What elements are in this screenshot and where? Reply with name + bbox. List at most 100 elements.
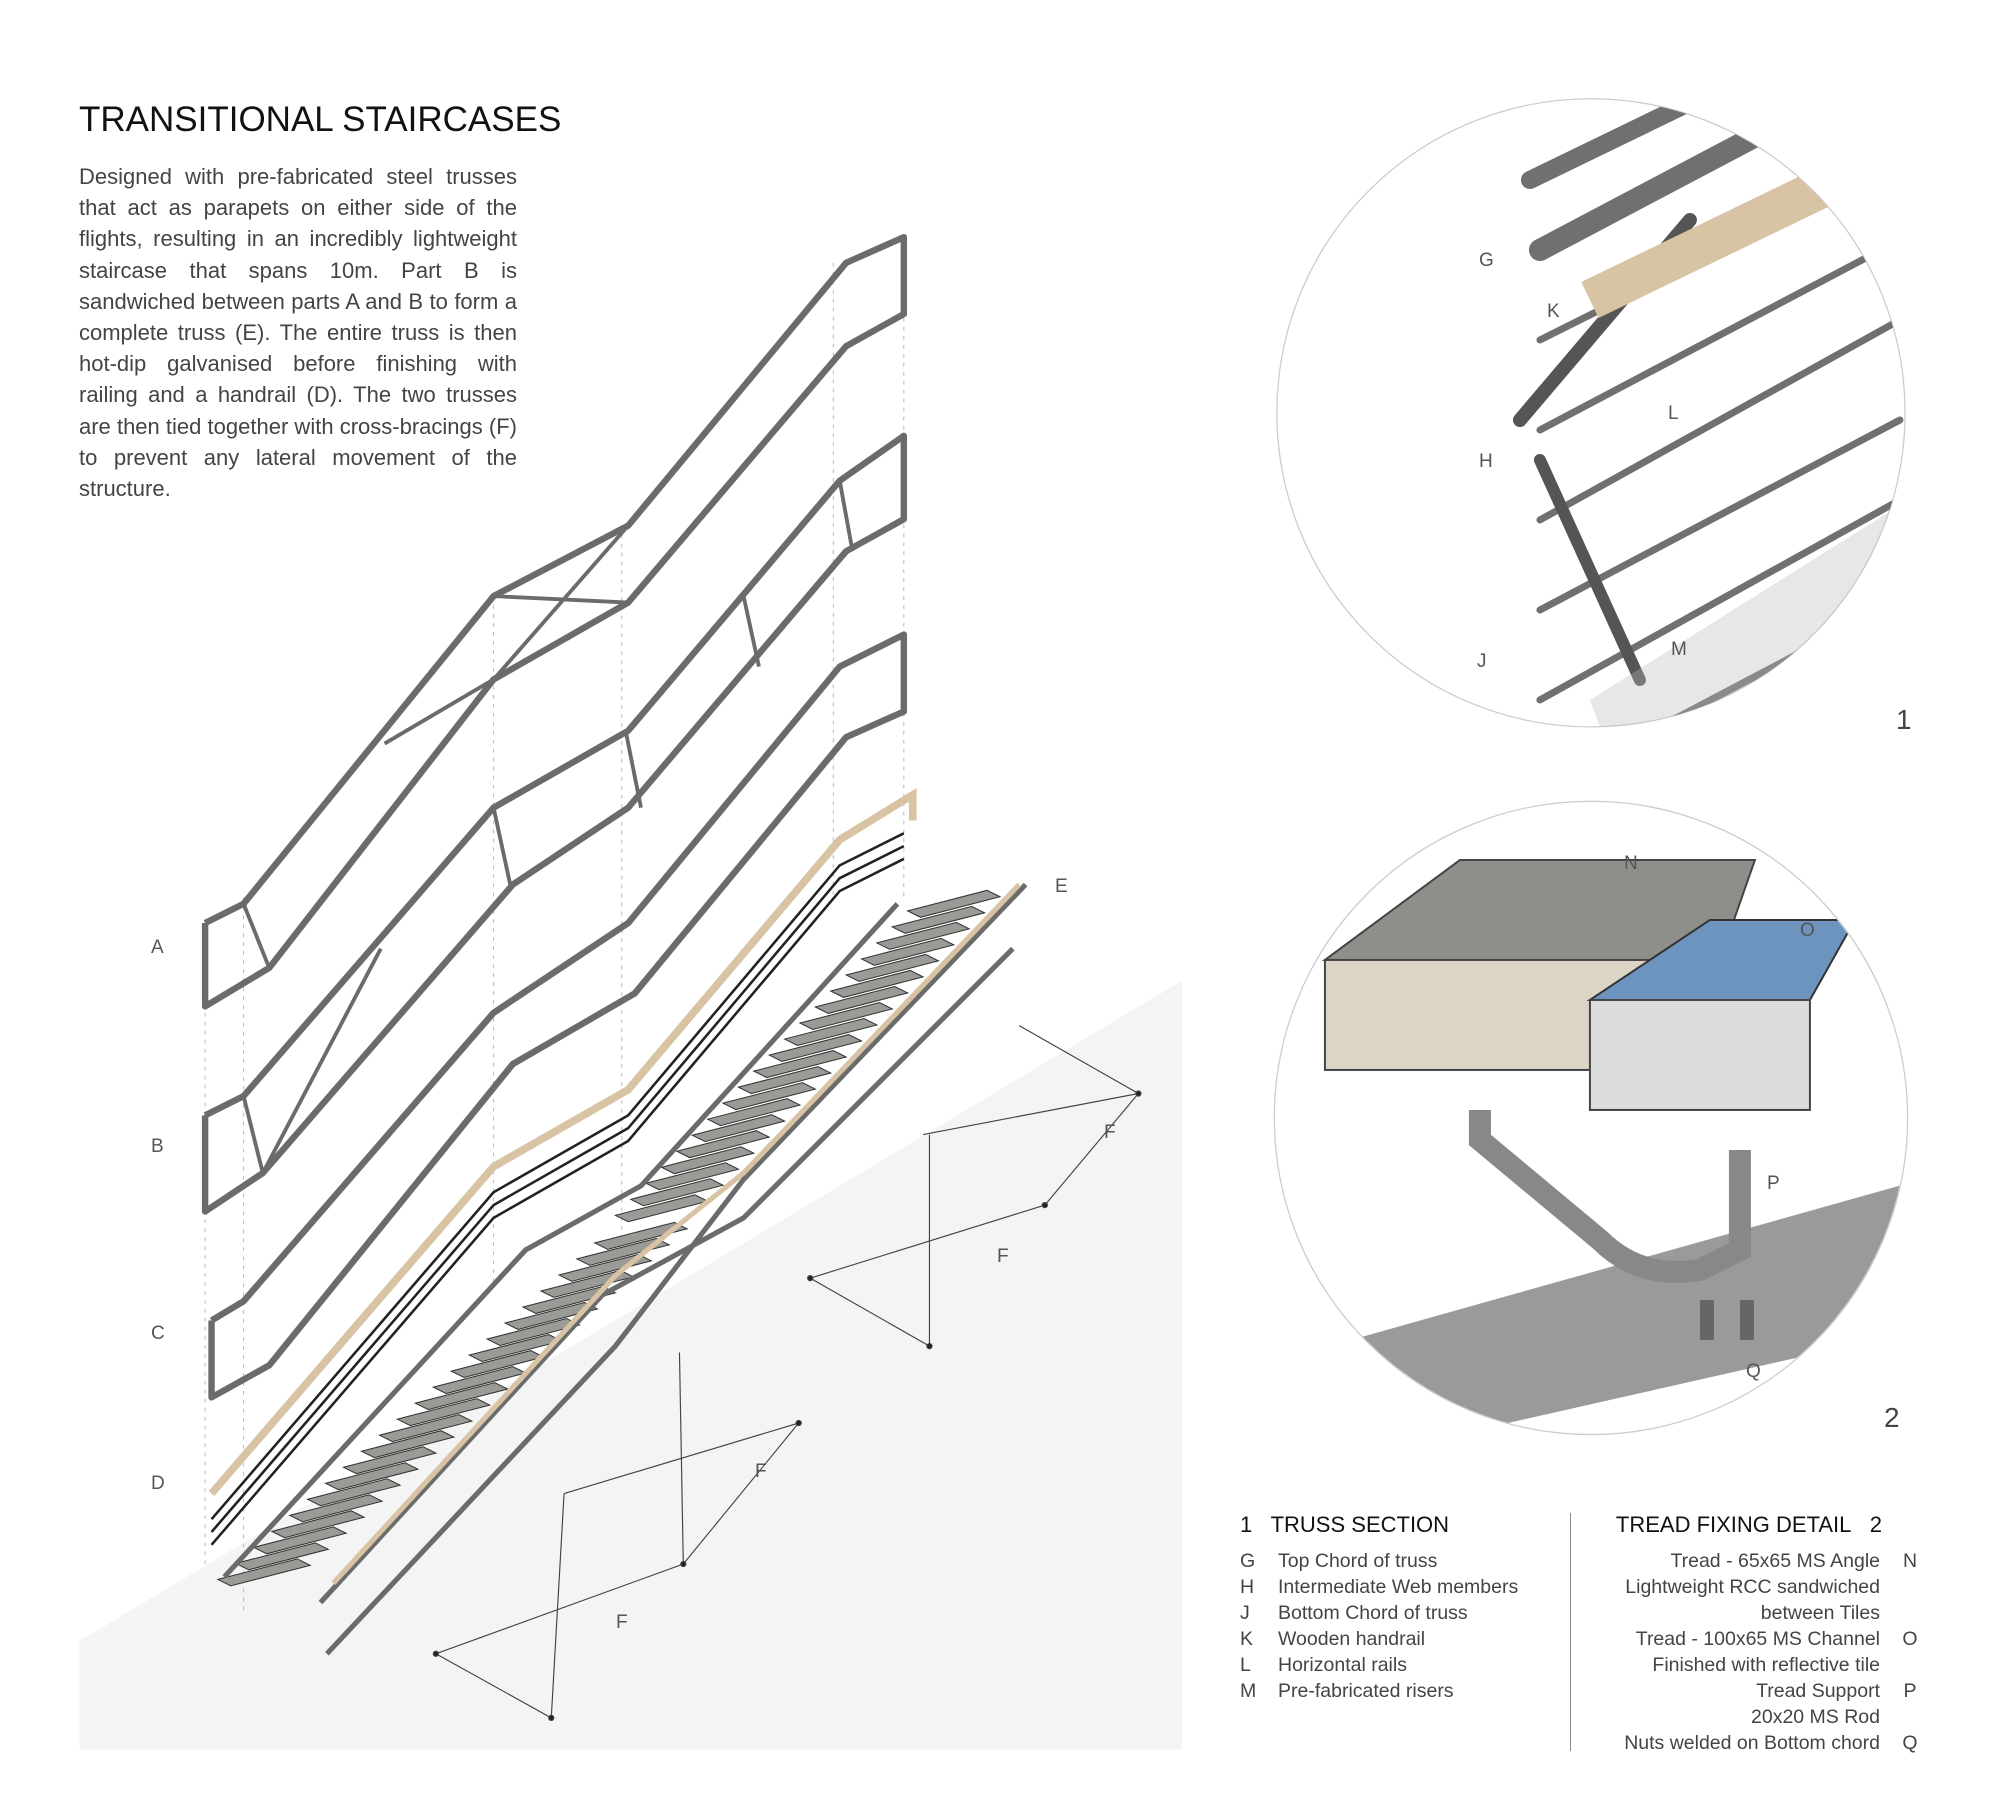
stair-tread	[660, 1146, 756, 1175]
legend-text: Wooden handrail	[1278, 1628, 1426, 1650]
label-l: L	[1668, 403, 1679, 424]
stair-tread	[675, 1130, 771, 1159]
label-a: A	[151, 937, 164, 958]
truss-part-a	[201, 233, 908, 1010]
label-b: B	[151, 1136, 164, 1157]
stair-tread	[721, 1082, 817, 1111]
legend-truss-heading: 1 TRUSS SECTION	[1240, 1512, 1450, 1537]
stair-tread	[783, 1018, 879, 1047]
label-p: P	[1767, 1173, 1780, 1194]
truss-part-b	[201, 432, 908, 1215]
stair-tread	[288, 1494, 384, 1523]
stair-tread	[485, 1317, 581, 1347]
legend-key: L	[1240, 1654, 1251, 1676]
detail-1-number: 1	[1896, 704, 1912, 735]
label-c: C	[151, 1323, 165, 1344]
stair-tread	[521, 1285, 617, 1314]
stair-tread	[378, 1414, 474, 1443]
legend-key: M	[1240, 1680, 1257, 1702]
stair-tread	[829, 969, 925, 998]
stair-tread	[752, 1050, 848, 1079]
legend-tread-fixing: TREAD FIXING DETAIL 2 Tread - 65x65 MS A…	[1585, 1512, 1940, 1756]
page-title: TRANSITIONAL STAIRCASES	[79, 100, 562, 139]
legend-key: K	[1240, 1628, 1254, 1650]
legend-text: Nuts welded on Bottom chord	[1624, 1732, 1880, 1754]
legend-item: M Pre-fabricated risers	[1240, 1678, 1560, 1704]
legend-key: G	[1240, 1550, 1256, 1572]
stair-tread	[875, 921, 971, 950]
description-text: Designed with pre-fabricated steel truss…	[79, 164, 517, 502]
stair-tread	[813, 985, 910, 1014]
legend-text: Tread Support	[1756, 1680, 1880, 1702]
legend-item: Finished with reflective tile	[1585, 1652, 1940, 1678]
stair-tread	[216, 1558, 312, 1587]
handrail-part-d	[208, 787, 917, 1546]
legend-text: Lightweight RCC sandwiched	[1625, 1576, 1880, 1598]
legend-item: K Wooden handrail	[1240, 1626, 1560, 1652]
stair-tread	[706, 1098, 802, 1127]
legend-item: Nuts welded on Bottom chord Q	[1585, 1730, 1940, 1756]
truss-chord	[222, 902, 900, 1579]
legend-item: 20x20 MS Rod	[1585, 1704, 1940, 1730]
legend-item: H Intermediate Web members	[1240, 1574, 1560, 1600]
label-j: J	[1477, 651, 1487, 672]
handrail	[331, 882, 1022, 1586]
legend-divider	[1570, 1513, 1571, 1751]
legend-tread-heading: TREAD FIXING DETAIL 2	[1615, 1512, 1882, 1537]
stair-tread	[413, 1382, 510, 1411]
label-f: F	[755, 1461, 767, 1482]
stair-tread	[575, 1237, 671, 1266]
legend-text: 20x20 MS Rod	[1751, 1706, 1880, 1728]
legend-key: H	[1240, 1576, 1255, 1598]
stair-tread	[593, 1221, 689, 1250]
label-k: K	[1547, 301, 1560, 322]
legend-text: Tread - 100x65 MS Channel	[1635, 1628, 1880, 1650]
legend-item: Lightweight RCC sandwiched	[1585, 1574, 1940, 1600]
stair-tread	[360, 1430, 456, 1459]
stair-tread	[860, 937, 956, 966]
legend-text: Bottom Chord of truss	[1278, 1602, 1468, 1624]
legend-key: J	[1240, 1602, 1250, 1624]
label-h: H	[1479, 451, 1493, 472]
legend-key	[1880, 1652, 1940, 1678]
legend-key	[1880, 1600, 1940, 1626]
stair-tread	[270, 1510, 366, 1539]
stair-tread	[395, 1398, 492, 1427]
truss-chord	[325, 882, 1028, 1656]
label-g: G	[1479, 250, 1494, 271]
label-d: D	[151, 1473, 165, 1494]
label-f: F	[616, 1612, 628, 1633]
legend-key: Q	[1902, 1732, 1918, 1754]
cross-bracings	[432, 1025, 1142, 1722]
legend-text: Intermediate Web members	[1278, 1576, 1519, 1598]
legend-text: Pre-fabricated risers	[1278, 1680, 1454, 1702]
stair-tread	[844, 953, 940, 982]
guide-lines	[204, 237, 905, 1616]
label-f: F	[1104, 1122, 1116, 1143]
label-m: M	[1671, 639, 1687, 660]
assembled-staircase-e	[216, 882, 1028, 1656]
label-e: E	[1055, 876, 1068, 897]
stair-tread	[503, 1301, 599, 1330]
detail-2-tread-fixing	[1273, 800, 1909, 1436]
legend-key	[1880, 1574, 1940, 1600]
legend-item: J Bottom Chord of truss	[1240, 1600, 1560, 1626]
stair-tread	[644, 1162, 740, 1191]
truss-part-c	[208, 631, 908, 1401]
stair-tread	[736, 1066, 833, 1095]
stair-tread	[798, 1001, 894, 1030]
legend-text: Horizontal rails	[1278, 1654, 1407, 1676]
stair-tread	[767, 1034, 863, 1063]
stair-tread	[890, 905, 987, 934]
legend-text: between Tiles	[1760, 1602, 1880, 1624]
stair-tread	[234, 1542, 330, 1571]
label-o: O	[1800, 920, 1815, 941]
legend-text: Finished with reflective tile	[1652, 1654, 1880, 1676]
